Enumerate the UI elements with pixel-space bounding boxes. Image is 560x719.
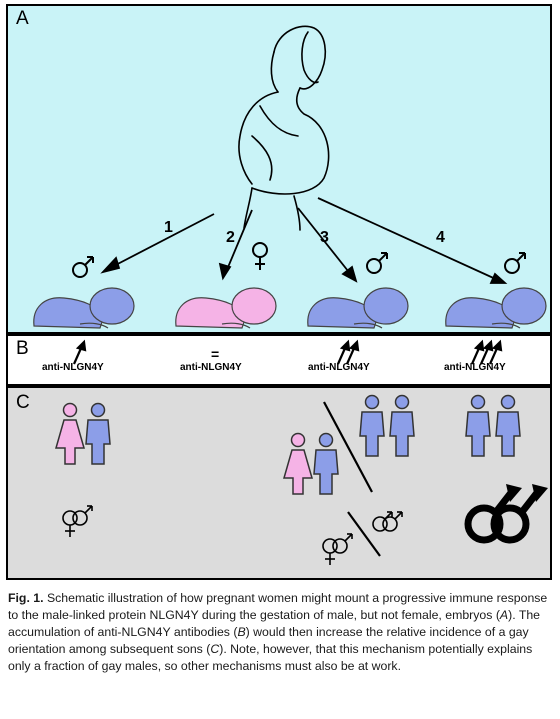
man-figure bbox=[389, 394, 415, 457]
arrow-4-line bbox=[317, 197, 501, 282]
antibody-arrows bbox=[72, 339, 503, 365]
male-symbol-icon bbox=[504, 252, 526, 274]
arrows-group bbox=[100, 197, 508, 284]
arrow-1-line bbox=[107, 213, 215, 270]
man-figure bbox=[359, 394, 385, 457]
caption-part-1: Schematic illustration of how pregnant w… bbox=[8, 591, 548, 622]
antibody-label-4: anti-NLGN4Y bbox=[444, 362, 506, 373]
large-gay-symbol-arrowheads bbox=[506, 484, 548, 502]
arrow-3-line bbox=[297, 207, 353, 277]
antibody-arrow-icon bbox=[488, 339, 503, 365]
antibody-arrow-icon bbox=[336, 339, 351, 365]
arrow-number-3: 3 bbox=[320, 229, 329, 246]
arrow-2-line bbox=[225, 209, 253, 273]
panel-b: B = anti-NLGN4Y anti-NLGN4Y anti-NLGN4 bbox=[6, 334, 552, 386]
man-figure bbox=[313, 432, 339, 495]
panel-a-label: A bbox=[16, 8, 29, 29]
heterosexual-symbol-icon bbox=[62, 505, 93, 537]
straight-couple-2 bbox=[283, 432, 339, 495]
panel-c-illustration bbox=[55, 394, 548, 565]
divider-slash-1 bbox=[323, 401, 373, 493]
heterosexual-symbol-icon bbox=[322, 533, 353, 565]
woman-figure bbox=[283, 432, 313, 495]
divider-slash-2 bbox=[347, 511, 381, 557]
caption-ref-a: A bbox=[499, 608, 509, 622]
panel-a-illustration: 1 2 3 4 bbox=[33, 25, 547, 329]
caption-ref-b: B bbox=[237, 625, 246, 639]
male-symbol-icon bbox=[72, 256, 94, 278]
arrow-number-1: 1 bbox=[164, 219, 173, 236]
caption-part-3: ) would then increase the relative incid… bbox=[8, 625, 529, 656]
antibody-label-3: anti-NLGN4Y bbox=[308, 362, 370, 373]
pregnant-woman-drawing bbox=[238, 25, 330, 231]
caption-ref-c: C bbox=[210, 642, 220, 656]
female-symbol-icon bbox=[252, 242, 268, 270]
equal-sign: = bbox=[211, 346, 220, 362]
caption-fig-label: Fig. 1. bbox=[8, 591, 44, 605]
gay-couple-2 bbox=[465, 394, 521, 457]
baby-boy-4 bbox=[445, 287, 547, 329]
male-symbol-icon bbox=[366, 252, 388, 274]
gay-male-symbol-icon bbox=[372, 511, 403, 532]
man-figure bbox=[495, 394, 521, 457]
baby-boy-1 bbox=[33, 287, 135, 329]
gay-couple-1 bbox=[359, 394, 415, 457]
antibody-arrow-icon bbox=[470, 339, 485, 365]
panel-c: C bbox=[6, 386, 552, 580]
man-figure bbox=[85, 402, 111, 465]
woman-figure bbox=[55, 402, 85, 465]
arrow-2-head bbox=[218, 262, 232, 281]
panel-b-label: B bbox=[16, 338, 29, 359]
straight-couple-1 bbox=[55, 402, 111, 465]
caption-part-4: ). Note, however, that this mechanism po… bbox=[8, 642, 533, 673]
panel-a: A 1 2 3 4 bbox=[6, 4, 552, 334]
baby-girl-2 bbox=[175, 287, 277, 329]
arrow-3-head bbox=[341, 265, 358, 283]
panel-c-label: C bbox=[16, 392, 30, 413]
antibody-arrow-icon bbox=[345, 339, 360, 365]
baby-boy-3 bbox=[307, 287, 409, 329]
antibody-arrow-icon bbox=[72, 339, 87, 365]
antibody-label-1: anti-NLGN4Y bbox=[42, 362, 104, 373]
arrow-number-2: 2 bbox=[226, 229, 235, 246]
large-gay-male-symbol-icon bbox=[464, 490, 540, 544]
antibody-arrow-icon bbox=[479, 339, 494, 365]
antibody-label-2: anti-NLGN4Y bbox=[180, 362, 242, 373]
figure-caption: Fig. 1. Schematic illustration of how pr… bbox=[8, 590, 552, 675]
arrow-1-head bbox=[100, 256, 121, 274]
caption-part-2: ). The accumulation of anti-NLGN4Y antib… bbox=[8, 608, 541, 639]
man-figure bbox=[465, 394, 491, 457]
arrow-number-4: 4 bbox=[436, 229, 445, 246]
arrow-4-head bbox=[489, 272, 508, 284]
